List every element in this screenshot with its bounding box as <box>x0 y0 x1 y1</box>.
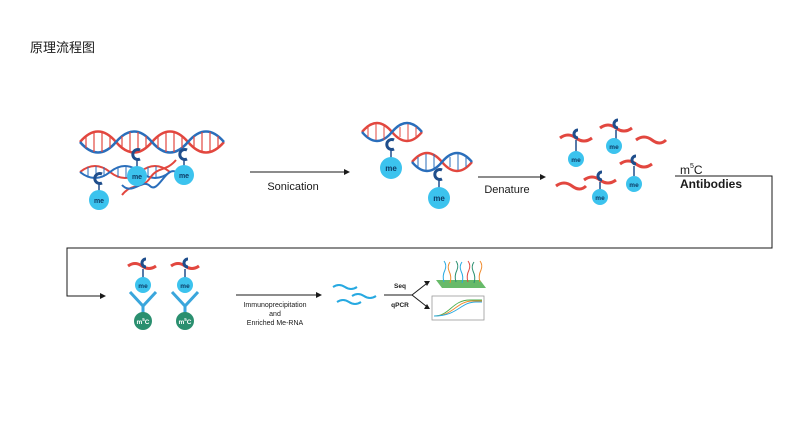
arrow-denature: Denature <box>478 174 546 196</box>
arrow-sonication: Sonication <box>250 169 350 193</box>
antibody-sup: 5 <box>690 163 694 170</box>
me-label: me <box>179 173 189 180</box>
m5c-c: C <box>187 319 192 326</box>
m5c-sup: 5 <box>184 317 187 322</box>
me-label: me <box>595 195 605 202</box>
methyl-marker: me <box>127 148 147 186</box>
me-label: me <box>385 164 397 173</box>
svg-text:m5C: m5C <box>179 317 192 326</box>
ss-fragment: me <box>559 128 593 167</box>
me-label: me <box>94 198 104 205</box>
label-ip-line2: and <box>269 311 281 318</box>
dna-helix-middle <box>79 165 171 179</box>
antibodies-text: Antibodies <box>680 177 742 191</box>
me-label: me <box>180 283 190 290</box>
me-label: me <box>433 194 445 203</box>
label-qpcr: qPCR <box>391 302 409 309</box>
dna-fragment: me <box>411 151 473 209</box>
sequencing-chip-icon <box>436 260 486 288</box>
svg-text:m5C: m5C <box>137 317 150 326</box>
me-label: me <box>571 157 581 164</box>
m5c-c: C <box>145 319 150 326</box>
label-sonication: Sonication <box>267 181 318 193</box>
label-m5c-antibodies: m5C Antibodies <box>680 163 742 191</box>
me-label: me <box>609 144 619 151</box>
label-ip-line1: Immunoprecipitation <box>243 302 306 309</box>
ss-fragment: me <box>599 118 633 154</box>
m5c-m: m <box>137 319 143 326</box>
dna-helix-diagonal <box>121 159 177 196</box>
antibody-m: m <box>680 163 690 177</box>
ss-strand-plain <box>555 181 588 191</box>
me-label: me <box>629 182 639 189</box>
stage-genomic-dna: me me me <box>79 130 225 210</box>
label-denature: Denature <box>484 184 529 196</box>
m5c-sup: 5 <box>142 317 145 322</box>
arrow-connector <box>66 175 773 299</box>
stage-enriched-rna <box>332 284 377 305</box>
dna-helix-top <box>79 130 225 154</box>
dna-fragment: me <box>361 121 423 179</box>
me-label: me <box>138 283 148 290</box>
methyl-marker: me <box>89 172 109 210</box>
qpcr-amplification-plot-icon <box>431 295 485 321</box>
label-ip-line3: Enriched Me-RNA <box>247 320 304 327</box>
arrow-branch: Seq qPCR <box>384 281 430 309</box>
page-title: 原理流程图 <box>30 40 95 55</box>
antibody-complex: me m5C <box>127 257 158 330</box>
label-seq: Seq <box>394 283 406 290</box>
m5c-m: m <box>179 319 185 326</box>
ss-fragment: me <box>583 170 617 205</box>
svg-text:m5C: m5C <box>680 163 703 177</box>
me-label: me <box>132 174 142 181</box>
ss-fragment: me <box>619 154 653 192</box>
stage-single-strand: me me me me <box>555 118 668 205</box>
ss-strand-plain <box>635 135 668 145</box>
antibody-c: C <box>694 163 703 177</box>
stage-fragmented-dna: me me <box>361 121 473 209</box>
antibody-complex: me m5C <box>170 257 200 330</box>
methyl-marker: me <box>174 148 194 185</box>
stage-antibody-capture: me m5C me m5C <box>127 257 200 330</box>
arrow-immunoprecipitation: Immunoprecipitation and Enriched Me-RNA <box>236 292 322 327</box>
